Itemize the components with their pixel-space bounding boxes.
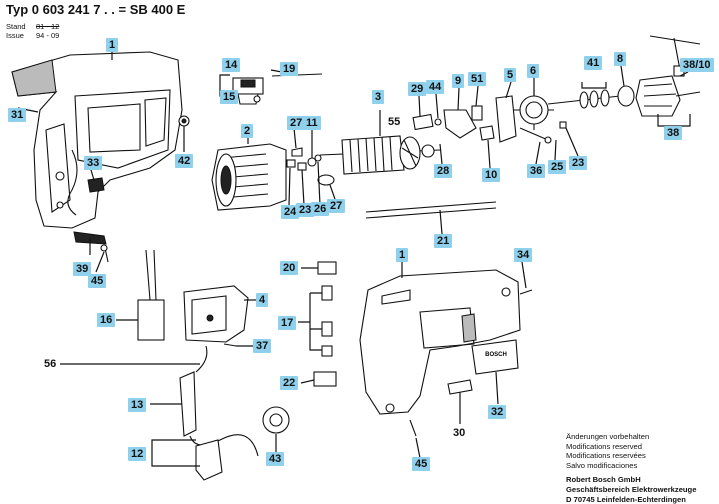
callout-36: 36 — [527, 164, 546, 178]
callout-4: 4 — [256, 293, 269, 307]
callout-1b: 1 — [396, 248, 409, 262]
callout-10: 10 — [482, 168, 501, 182]
trigger-switch — [183, 285, 249, 347]
stand-value: 81 - 12 — [36, 22, 60, 31]
adjusting-knob — [262, 406, 290, 434]
callout-31: 31 — [8, 108, 27, 122]
switch-part — [232, 77, 264, 105]
tag-30: 30 — [453, 427, 466, 439]
brand-plate-text: BOSCH — [485, 352, 507, 358]
issue-label: Issue — [6, 31, 24, 40]
callout-37: 37 — [253, 339, 272, 353]
leader-lines — [17, 52, 691, 467]
callout-11: 11 — [303, 116, 321, 130]
callout-42: 42 — [175, 154, 194, 168]
callout-45b: 45 — [412, 457, 431, 471]
stand-label: Stand — [6, 22, 26, 31]
screw-42 — [178, 115, 190, 127]
company-address: D 70745 Leinfelden-Echterdingen — [566, 494, 686, 504]
brush-parts — [286, 147, 335, 186]
callout-33: 33 — [84, 156, 103, 170]
housing-half-drawing — [11, 51, 183, 229]
chuck-assembly — [547, 35, 701, 117]
callout-24: 24 — [281, 205, 300, 219]
callout-6: 6 — [527, 64, 540, 78]
callout-43: 43 — [266, 452, 285, 466]
callout-29: 29 — [408, 82, 427, 96]
armature — [319, 135, 441, 175]
callout-38-10: 38/10 — [680, 58, 714, 72]
company-name: Robert Bosch GmbH — [566, 475, 641, 485]
footer-line-fr: Modifications reservées — [566, 451, 646, 461]
callout-44: 44 — [426, 80, 445, 94]
callout-23b: 23 — [569, 156, 588, 170]
footer-line-es: Salvo modificaciones — [566, 460, 638, 470]
callout-12: 12 — [128, 447, 147, 461]
callout-26: 26 — [311, 202, 330, 216]
callout-3: 3 — [372, 90, 385, 104]
callout-13: 13 — [128, 398, 147, 412]
tag-56: 56 — [44, 358, 57, 370]
cable-clamp — [73, 231, 109, 263]
callout-41: 41 — [584, 56, 603, 70]
callout-9: 9 — [452, 74, 465, 88]
callout-2: 2 — [241, 124, 254, 138]
callout-28: 28 — [434, 164, 453, 178]
tag-55: 55 — [388, 116, 401, 128]
housing-complete: BOSCH — [359, 269, 533, 437]
callout-27b: 27 — [327, 199, 346, 213]
callout-23: 23 — [296, 203, 315, 217]
callout-22: 22 — [280, 376, 299, 390]
callout-16: 16 — [97, 313, 116, 327]
callout-19: 19 — [280, 62, 299, 76]
callout-27: 27 — [287, 116, 306, 130]
rod-21 — [365, 201, 497, 219]
callout-15: 15 — [220, 90, 239, 104]
cable-and-plug — [179, 345, 259, 481]
type-title: Typ 0 603 241 7 . . = SB 400 E — [6, 2, 186, 17]
callout-20: 20 — [280, 261, 299, 275]
callout-34: 34 — [514, 248, 533, 262]
brush-holder-16 — [137, 249, 165, 341]
callout-39: 39 — [73, 262, 92, 276]
revision-info: Stand 81 - 12 Issue 94 - 09 — [6, 22, 59, 40]
callout-38: 38 — [664, 126, 683, 140]
stator — [211, 143, 287, 211]
callout-1: 1 — [106, 38, 119, 52]
callout-14: 14 — [222, 58, 241, 72]
switch-small-parts — [313, 261, 337, 387]
company-division: Geschäftsbereich Elektrowerkzeuge — [566, 484, 697, 494]
footer-notes: Änderungen vorbehalten Modifications res… — [566, 432, 696, 504]
gear-parts — [412, 90, 567, 144]
footer-line-de: Änderungen vorbehalten — [566, 432, 650, 441]
issue-value: 94 - 09 — [36, 31, 60, 40]
callout-8: 8 — [614, 52, 627, 66]
callout-21: 21 — [434, 234, 453, 248]
callout-17: 17 — [278, 316, 297, 330]
callout-45: 45 — [88, 274, 107, 288]
callout-32: 32 — [488, 405, 507, 419]
footer-line-en: Modifications reserved — [566, 441, 642, 451]
callout-5: 5 — [504, 68, 517, 82]
callout-25: 25 — [548, 160, 567, 174]
callout-51: 51 — [468, 72, 487, 86]
